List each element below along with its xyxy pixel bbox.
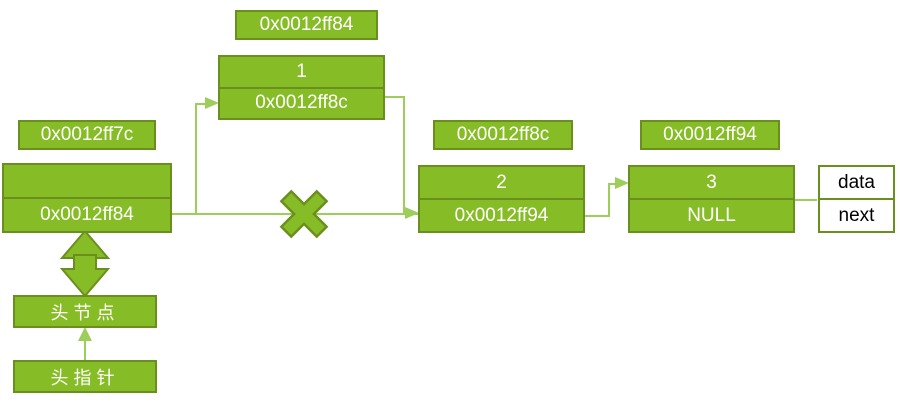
connector-node1-to-node2-h1 — [385, 96, 405, 98]
node-1-data-cell: 1 — [220, 57, 383, 89]
node-2-next-cell: 0x0012ff94 — [454, 204, 549, 226]
head-node-annotation-box: 头节点 — [13, 295, 157, 328]
connector-node2-to-node3-h1 — [585, 215, 610, 217]
connector-node3-legend-stub — [795, 199, 817, 201]
node-3-data-cell: 3 — [630, 167, 793, 200]
connector-node2-to-node3-v — [608, 183, 610, 217]
legend-box: data next — [818, 165, 895, 233]
node-head-node-data-cell — [4, 165, 170, 199]
double-arrow-lower-half — [59, 254, 111, 298]
head-pointer-annotation-box: 头指针 — [13, 360, 157, 393]
node-2: 2 0x0012ff94 — [418, 165, 585, 233]
connector-head-to-node2-broken — [172, 213, 418, 215]
legend-data-label: data — [820, 167, 893, 200]
node-1-next-cell: 0x0012ff8c — [255, 92, 348, 114]
double-arrow-upper-half — [59, 229, 111, 273]
address-tag-head-node: 0x0012ff7c — [18, 120, 156, 150]
node-2-data-cell: 2 — [420, 167, 583, 200]
address-tag-node-3: 0x0012ff94 — [640, 120, 780, 150]
connector-node1-to-node2-v — [403, 96, 405, 215]
connector-head-to-node1-h2 — [195, 103, 211, 105]
connector-head-to-node1-v — [195, 103, 197, 215]
node-3-next-cell: NULL — [687, 204, 736, 226]
connector-node1-to-node2-h2 — [403, 213, 418, 215]
node-1: 1 0x0012ff8c — [218, 55, 385, 120]
node-head-node: 0x0012ff84 — [2, 163, 172, 233]
node-head-node-next-cell: 0x0012ff84 — [40, 204, 134, 225]
connector-node2-to-node3-h2 — [608, 183, 622, 185]
head-pointer-arrowhead — [78, 327, 92, 341]
legend-next-label: next — [838, 204, 875, 226]
node-3: 3 NULL — [628, 165, 795, 233]
address-tag-node-2: 0x0012ff8c — [433, 120, 573, 150]
address-tag-node-1: 0x0012ff84 — [235, 10, 378, 40]
